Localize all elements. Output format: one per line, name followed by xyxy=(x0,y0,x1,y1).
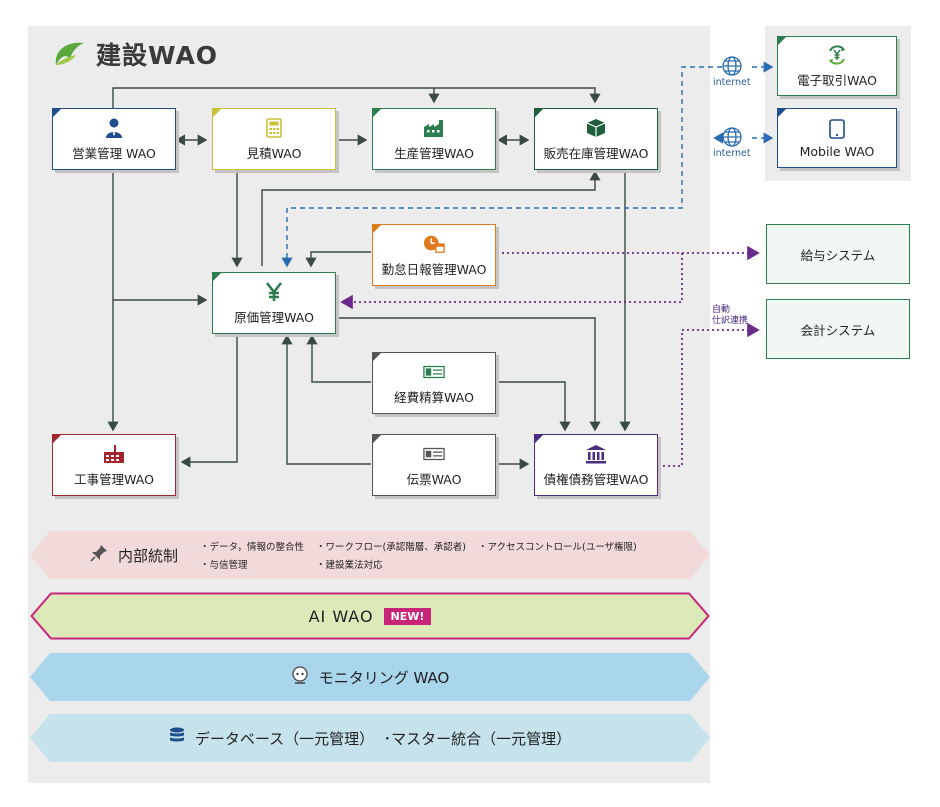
monitor-title: モニタリング WAO xyxy=(318,668,450,687)
logo-leaf-icon xyxy=(55,42,84,65)
factory-icon xyxy=(423,117,445,139)
external-kyuyo[interactable]: 給与システム xyxy=(766,224,910,284)
module-seisan[interactable]: 生産管理WAO xyxy=(372,108,496,170)
module-label: 伝票WAO xyxy=(406,471,462,487)
external-mobile[interactable]: Mobile WAO xyxy=(777,108,897,168)
external-label: 給与システム xyxy=(800,247,876,263)
ai-title: AI WAO xyxy=(308,606,374,626)
database-icon xyxy=(169,727,185,749)
module-label: 債権債務管理WAO xyxy=(543,471,649,487)
module-eigyo[interactable]: 営業管理 WAO xyxy=(52,108,176,170)
naibu-item: ・データ，情報の整合性 xyxy=(200,542,305,553)
bank-icon xyxy=(585,443,607,465)
module-hanbai[interactable]: 販売在庫管理WAO xyxy=(534,108,658,170)
globe-icon xyxy=(722,127,742,147)
external-kaikei[interactable]: 会計システム xyxy=(766,299,910,359)
module-label: 勤怠日報管理WAO xyxy=(381,261,487,277)
module-label: 工事管理WAO xyxy=(74,471,154,487)
monitor-icon xyxy=(291,666,309,688)
band-db: データベース（一元管理） ･マスター統合（一元管理） xyxy=(30,714,710,762)
calculator-icon xyxy=(263,117,285,139)
module-koji[interactable]: 工事管理WAO xyxy=(52,434,176,496)
module-genka[interactable]: 原価管理WAO xyxy=(212,272,336,334)
module-saiken[interactable]: 債権債務管理WAO xyxy=(534,434,658,496)
module-label: 経費精算WAO xyxy=(394,389,474,405)
naibu-item: ・アクセスコントロール(ユーザ権限) xyxy=(478,542,637,553)
new-badge: NEW! xyxy=(383,607,432,625)
internet-node-2: internet xyxy=(713,126,751,159)
module-label: 生産管理WAO xyxy=(394,145,474,161)
module-mitsumori[interactable]: 見積WAO xyxy=(212,108,336,170)
box-icon xyxy=(585,117,607,139)
pin-icon xyxy=(90,544,108,566)
module-label: 見積WAO xyxy=(246,145,302,161)
yen-icon xyxy=(263,281,285,303)
band-ai: AI WAO NEW! xyxy=(30,592,710,640)
banknote-icon xyxy=(423,361,445,383)
external-label: 電子取引WAO xyxy=(797,72,877,88)
module-label: 原価管理WAO xyxy=(234,309,314,325)
module-keihi[interactable]: 経費精算WAO xyxy=(372,352,496,414)
construction-icon xyxy=(103,443,125,465)
logo-text: 建設WAO xyxy=(96,41,219,70)
external-label: Mobile WAO xyxy=(799,143,875,159)
band-naibu: 内部統制 ・データ，情報の整合性 ・ワークフロー(承認階層、承認者) ・アクセス… xyxy=(30,531,710,579)
auto-journal-label: 自動 仕訳連携 xyxy=(712,305,749,326)
db-title: データベース（一元管理） ･マスター統合（一元管理） xyxy=(194,729,572,748)
external-label: 会計システム xyxy=(800,322,876,338)
naibu-item: ・建設業法対応 xyxy=(316,560,383,571)
tablet-icon xyxy=(826,118,848,140)
yen-exchange-icon xyxy=(826,44,848,66)
external-denshi[interactable]: 電子取引WAO xyxy=(777,36,897,96)
naibu-item: ・ワークフロー(承認階層、承認者) xyxy=(316,542,466,553)
module-denpyo[interactable]: 伝票WAO xyxy=(372,434,496,496)
person-icon xyxy=(103,117,125,139)
naibu-item: ・与信管理 xyxy=(200,560,248,571)
slip-icon xyxy=(423,443,445,465)
internet-label-2: internet xyxy=(713,148,751,159)
band-monitor: モニタリング WAO xyxy=(30,653,710,701)
globe-icon xyxy=(722,56,742,76)
clock-calendar-icon xyxy=(423,233,445,255)
logo: 建設WAO xyxy=(52,36,218,72)
internet-label-1: internet xyxy=(713,77,751,88)
naibu-items: ・データ，情報の整合性 ・ワークフロー(承認階層、承認者) ・アクセスコントロー… xyxy=(200,539,648,571)
module-kintai[interactable]: 勤怠日報管理WAO xyxy=(372,224,496,286)
module-label: 営業管理 WAO xyxy=(72,145,156,161)
naibu-title: 内部統制 xyxy=(118,546,179,565)
module-label: 販売在庫管理WAO xyxy=(543,145,649,161)
internet-node-1: internet xyxy=(713,55,751,88)
